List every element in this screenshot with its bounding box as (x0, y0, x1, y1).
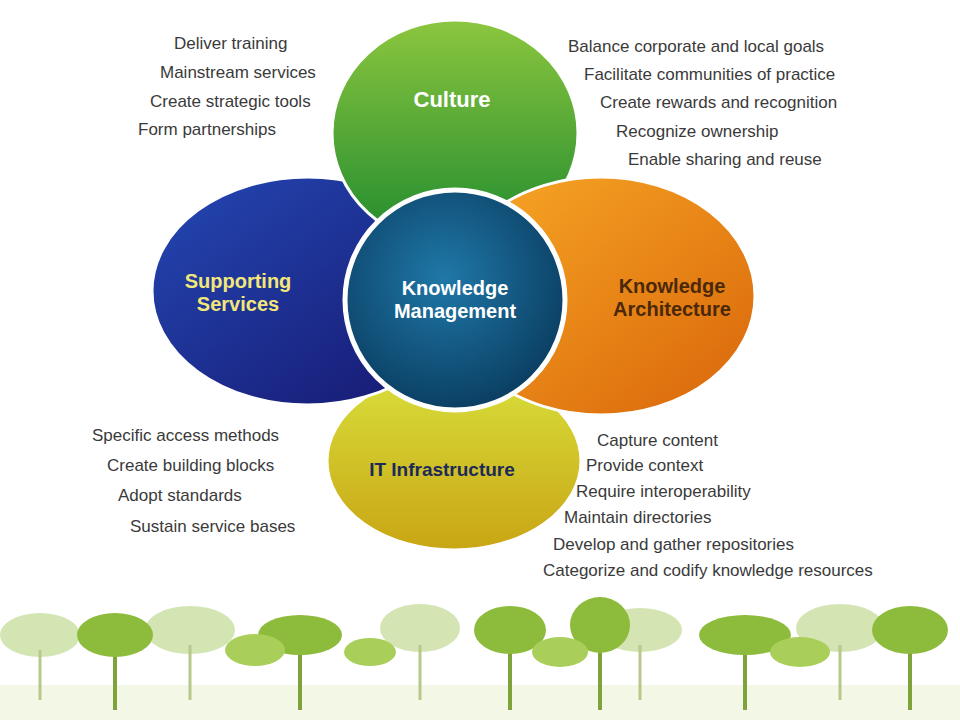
practice-item: Enable sharing and reuse (628, 151, 822, 170)
tree-illustration (0, 590, 960, 720)
practice-item: Deliver training (174, 35, 287, 54)
practice-item: Facilitate communities of practice (584, 66, 835, 85)
practice-item: Develop and gather repositories (553, 536, 794, 555)
node-title: IT Infrastructure (367, 459, 517, 481)
practice-item: Categorize and codify knowledge resource… (543, 562, 873, 581)
practice-item: Capture content (597, 432, 718, 451)
practice-item: Recognize ownership (616, 123, 779, 142)
practice-item: Maintain directories (564, 509, 711, 528)
practice-item: Form partnerships (138, 121, 276, 140)
practice-item: Provide context (586, 457, 703, 476)
practice-item: Create building blocks (107, 457, 274, 476)
practice-item: Create rewards and recognition (600, 94, 837, 113)
practice-item: Adopt standards (118, 487, 242, 506)
practice-item: Mainstream services (160, 64, 316, 83)
node-title: Knowledge Management (370, 277, 540, 323)
knowledge-management-circle: Knowledge Management (343, 188, 567, 412)
node-title: Supporting Services (168, 270, 308, 316)
node-title: Knowledge Architecture (590, 275, 755, 321)
practice-item: Sustain service bases (130, 518, 295, 537)
practice-item: Create strategic tools (150, 93, 311, 112)
practice-item: Specific access methods (92, 427, 279, 446)
practice-item: Require interoperability (576, 483, 751, 502)
practice-item: Balance corporate and local goals (568, 38, 824, 57)
node-title: Culture (352, 87, 552, 112)
